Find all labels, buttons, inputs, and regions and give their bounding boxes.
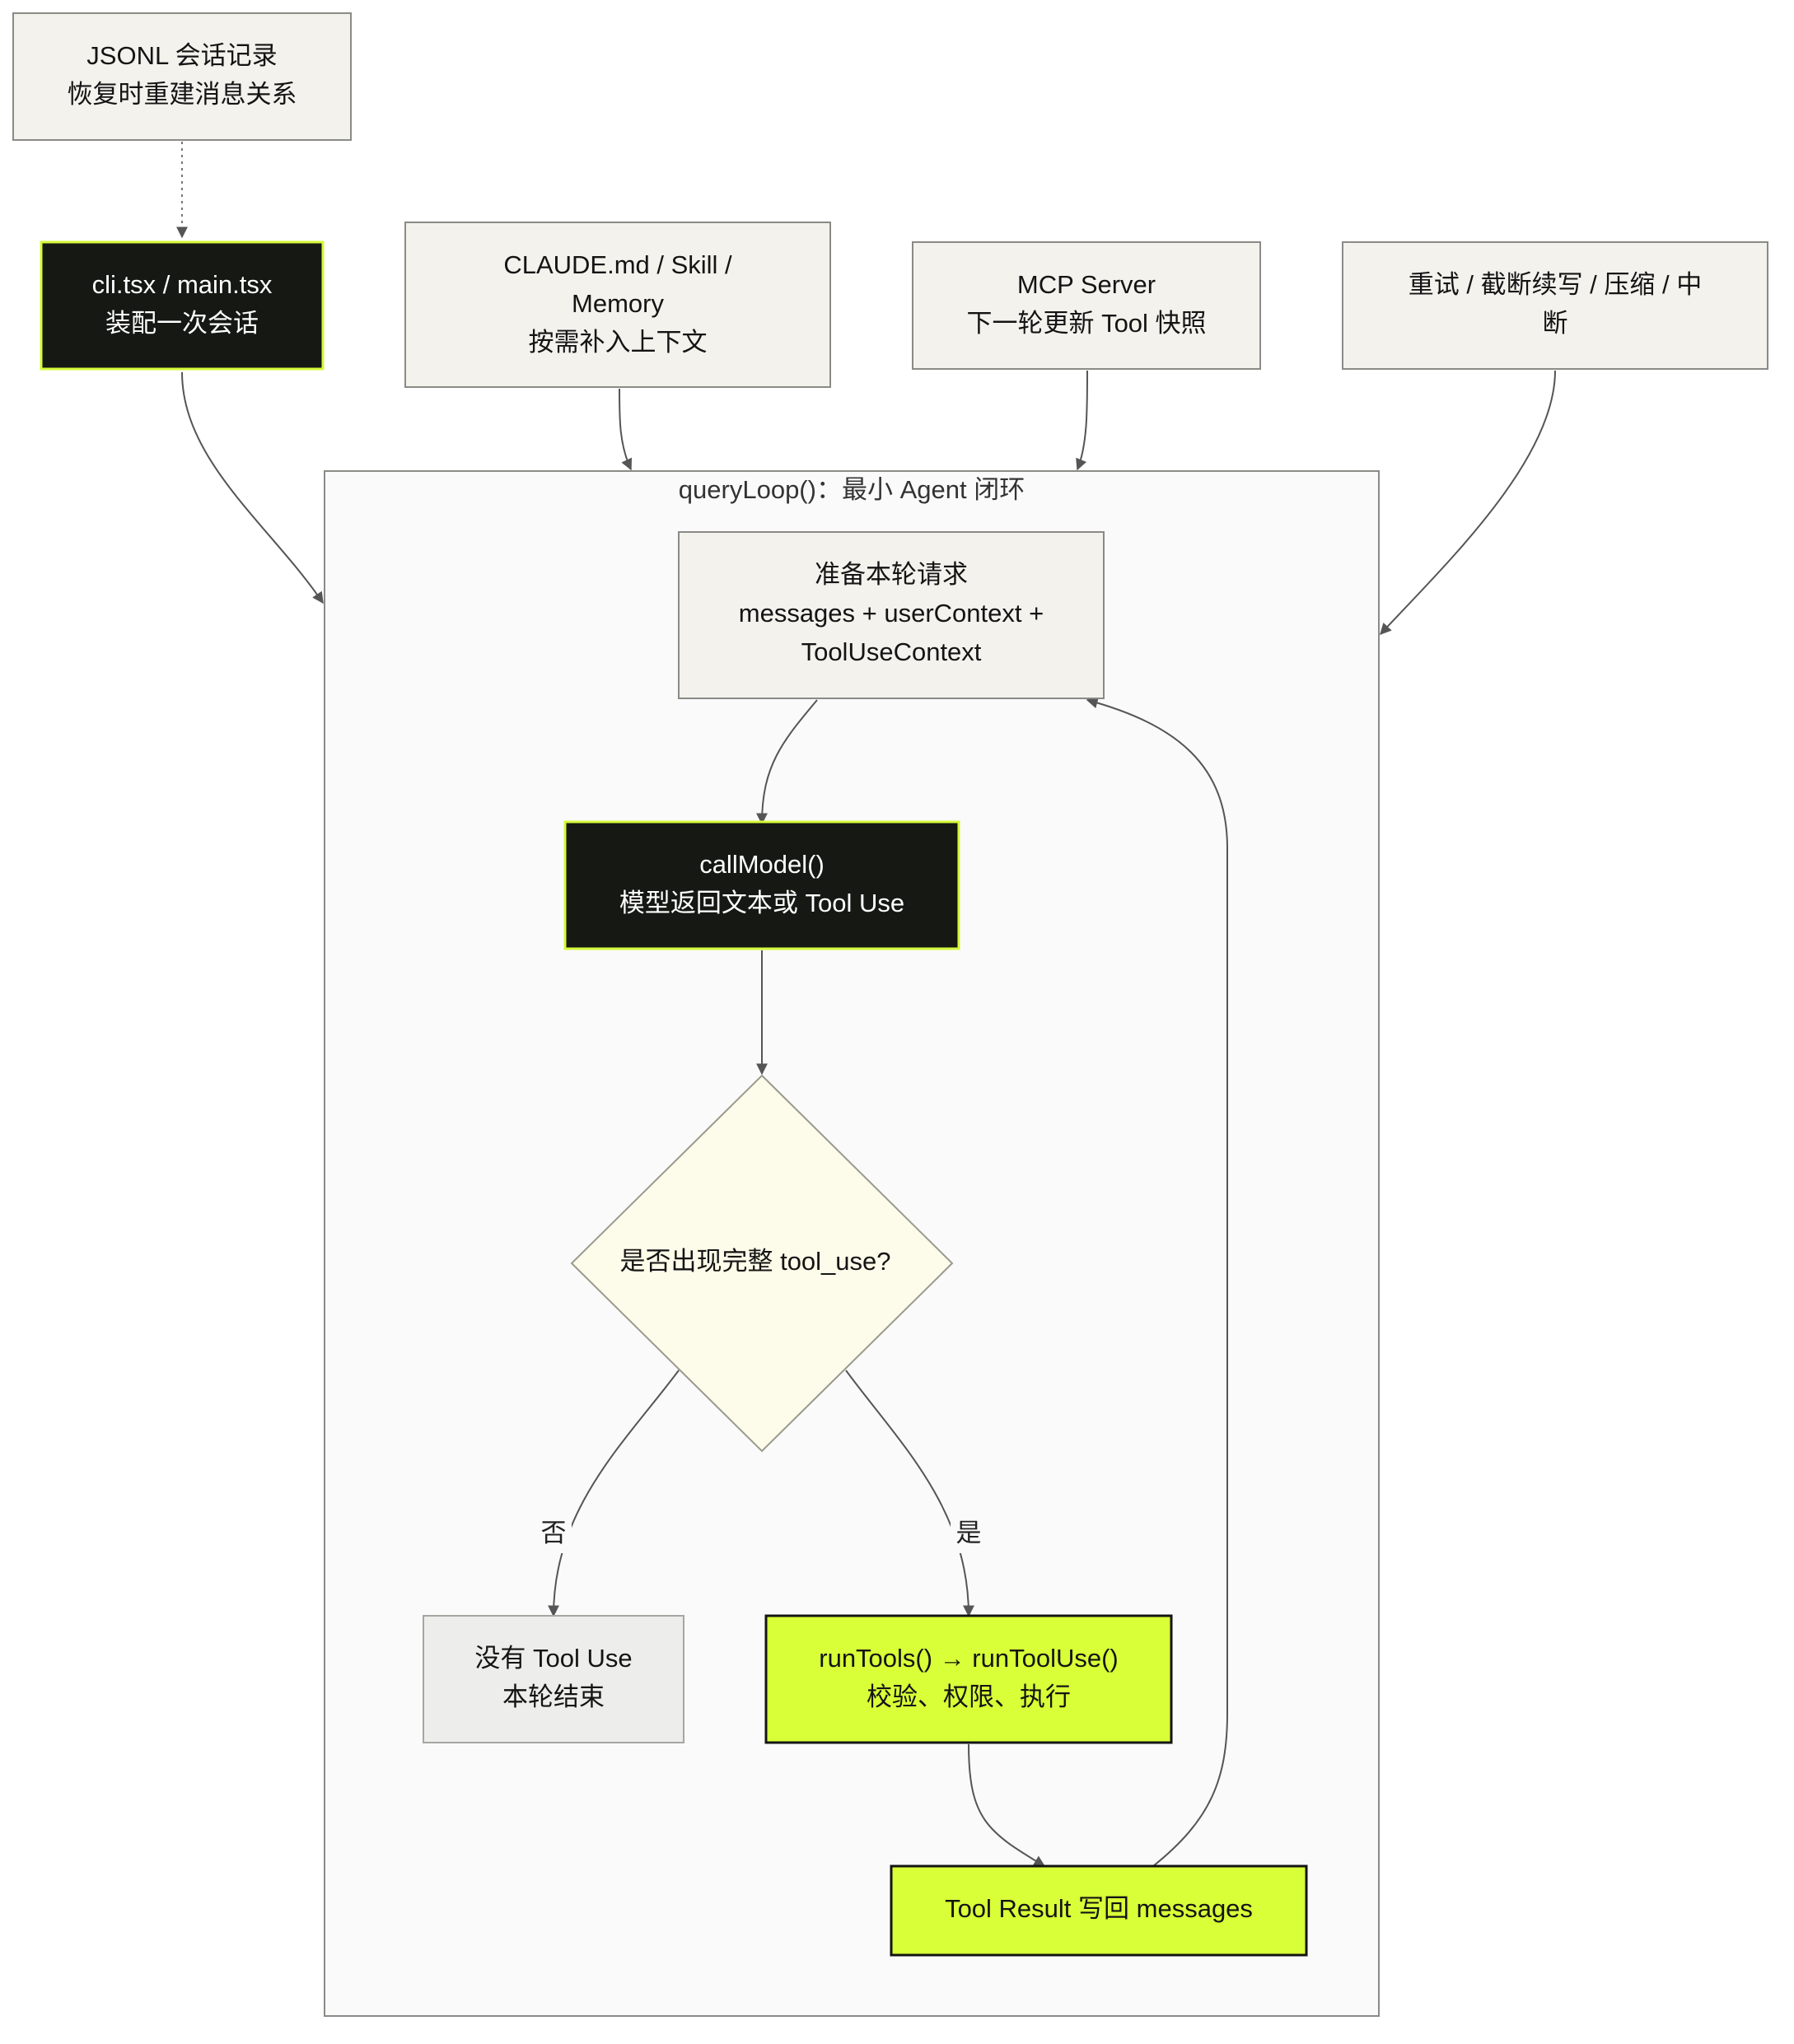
node-claude-md-line-3: 按需补入上下文 xyxy=(529,328,708,357)
node-no-tool-use: 没有 Tool Use 本轮结束 xyxy=(423,1615,684,1743)
node-no-tool-use-box xyxy=(423,1615,684,1743)
node-claude-md-skill-memory: CLAUDE.md / Skill / Memory 按需补入上下文 xyxy=(404,222,831,388)
edge-tool-result-to-prepare xyxy=(1086,697,1228,1867)
edge-prepare-to-call-model xyxy=(756,699,818,825)
node-tool-result: Tool Result 写回 messages xyxy=(890,1864,1308,1957)
edge-decision-to-run-tools xyxy=(845,1370,974,1617)
edge-run-tools-to-tool-result xyxy=(968,1743,1046,1867)
edge-label-no-background xyxy=(535,1517,572,1553)
node-cli-line-1: cli.tsx / main.tsx xyxy=(92,270,273,299)
node-claude-md-box xyxy=(404,222,831,388)
node-decision-text: 是否出现完整 tool_use? xyxy=(619,1247,890,1276)
node-jsonl-session-log: JSONL 会话记录 恢复时重建消息关系 xyxy=(12,12,352,141)
node-call-model-line-2: 模型返回文本或 Tool Use xyxy=(619,889,904,917)
node-jsonl-line-2: 恢复时重建消息关系 xyxy=(68,80,297,109)
node-tool-result-box xyxy=(890,1864,1308,1957)
query-loop-cluster-title: queryLoop()：最小 Agent 闭环 xyxy=(679,475,1025,504)
node-claude-md-line-2: Memory xyxy=(572,289,664,318)
node-retry-line-2: 断 xyxy=(1543,309,1568,338)
node-mcp-line-2: 下一轮更新 Tool 快照 xyxy=(966,309,1206,338)
edge-label-yes-background xyxy=(951,1517,987,1553)
edge-claude-md-to-query-loop xyxy=(619,388,633,471)
node-cli-main-box xyxy=(40,240,325,371)
node-run-tools-line-1: runTools() → runToolUse() xyxy=(819,1644,1119,1673)
node-decision-tool-use: 是否出现完整 tool_use? xyxy=(570,1074,954,1453)
node-run-tools: runTools() → runToolUse() 校验、权限、执行 xyxy=(764,1614,1173,1744)
node-retry-truncate-compress: 重试 / 截断续写 / 压缩 / 中 断 xyxy=(1342,241,1768,370)
node-prepare-line-2: messages + userContext + xyxy=(739,599,1044,628)
edge-mcp-to-query-loop xyxy=(1076,370,1088,471)
node-tool-result-text: Tool Result 写回 messages xyxy=(945,1894,1253,1923)
node-prepare-request-box xyxy=(678,531,1105,699)
node-cli-main: cli.tsx / main.tsx 装配一次会话 xyxy=(40,240,325,371)
edge-label-no-text: 否 xyxy=(541,1519,567,1547)
node-mcp-server: MCP Server 下一轮更新 Tool 快照 xyxy=(912,241,1261,370)
node-jsonl-session-log-box xyxy=(12,12,352,141)
edge-decision-to-no-tool xyxy=(548,1370,680,1617)
node-prepare-request: 准备本轮请求 messages + userContext + ToolUseC… xyxy=(678,531,1105,699)
edge-cli-to-query-loop xyxy=(181,371,324,604)
edge-retry-to-query-loop xyxy=(1380,370,1556,636)
node-prepare-line-1: 准备本轮请求 xyxy=(815,560,968,589)
node-run-tools-box xyxy=(764,1614,1173,1744)
edge-label-yes-text: 是 xyxy=(956,1519,982,1547)
node-claude-md-line-1: CLAUDE.md / Skill / xyxy=(503,250,732,279)
node-mcp-server-box xyxy=(912,241,1261,370)
node-decision-diamond xyxy=(570,1074,954,1453)
node-no-tool-line-1: 没有 Tool Use xyxy=(474,1644,632,1673)
edges: 否 是 xyxy=(176,142,1556,1867)
node-call-model: callModel() 模型返回文本或 Tool Use xyxy=(563,820,960,950)
edge-label-no: 否 xyxy=(535,1517,572,1553)
node-mcp-line-1: MCP Server xyxy=(1017,270,1156,299)
edge-label-yes: 是 xyxy=(951,1517,987,1553)
node-call-model-box xyxy=(563,820,960,950)
node-no-tool-line-2: 本轮结束 xyxy=(502,1682,605,1711)
node-prepare-line-3: ToolUseContext xyxy=(801,637,982,666)
node-retry-line-1: 重试 / 截断续写 / 压缩 / 中 xyxy=(1409,270,1703,299)
node-call-model-line-1: callModel() xyxy=(699,850,825,879)
node-cli-line-2: 装配一次会话 xyxy=(105,309,259,338)
node-run-tools-line-2: 校验、权限、执行 xyxy=(867,1682,1071,1711)
node-retry-box xyxy=(1342,241,1768,370)
node-jsonl-line-1: JSONL 会话记录 xyxy=(86,41,277,70)
